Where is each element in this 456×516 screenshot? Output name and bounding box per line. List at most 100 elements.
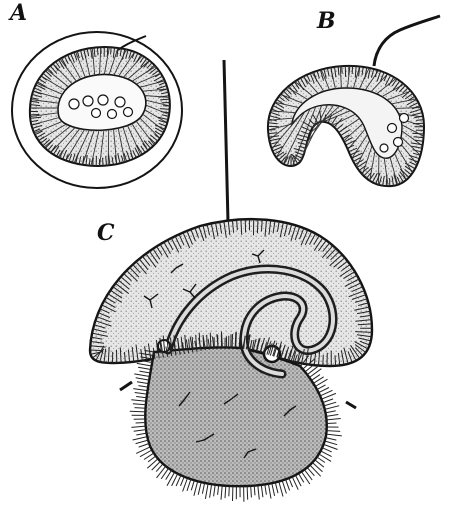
cilium-stroke (203, 337, 204, 348)
cilium-stroke (135, 408, 146, 409)
cilium-stroke (327, 423, 337, 424)
cilium-stroke (229, 486, 230, 496)
cilium-stroke (111, 47, 112, 54)
cilium-stroke (239, 337, 240, 348)
cilium-stroke (236, 332, 237, 348)
cilium-stroke (232, 334, 233, 348)
figure-label-b: B (317, 10, 336, 32)
cilium-stroke (131, 400, 146, 402)
cilium-stroke (139, 444, 149, 448)
cilium-stroke (317, 457, 325, 463)
cilium-stroke (225, 486, 226, 498)
cilium-stroke (412, 133, 424, 134)
cilium-stroke (317, 385, 326, 390)
cilium-stroke (136, 433, 146, 435)
cilium-stroke (202, 483, 204, 494)
cilium-stroke (181, 477, 185, 486)
cilium-stroke (265, 484, 267, 494)
cilium-stroke (90, 350, 101, 351)
cilium-stroke (167, 472, 175, 486)
cilium-stroke (147, 459, 158, 468)
cilium-stroke (315, 379, 327, 386)
cilium-stroke (282, 481, 286, 494)
cilium-stroke (89, 159, 90, 166)
cilium-stroke (261, 485, 263, 497)
figure-label-a: A (10, 2, 27, 24)
figure-c-right-appendage (346, 402, 356, 408)
cilium-stroke (254, 486, 255, 496)
cilium-stroke (133, 404, 146, 405)
cilium-stroke (207, 335, 208, 348)
cilium-stroke (139, 371, 150, 373)
cilium-stroke (214, 485, 216, 497)
cilium-stroke (176, 475, 181, 486)
cilium-stroke (324, 402, 336, 406)
cilium-stroke (335, 355, 336, 365)
figure-b-embryo (268, 16, 440, 186)
figure-c-left-appendage (120, 382, 132, 390)
cilium-stroke (325, 441, 338, 445)
cilium-stroke (323, 399, 333, 403)
cilium-stroke (326, 438, 337, 441)
cilium-stroke (138, 367, 151, 369)
cilium-stroke (272, 483, 275, 496)
cilium-stroke (258, 485, 260, 499)
cilium-stroke (130, 411, 146, 412)
cell-wall-stroke (108, 130, 109, 166)
figure-b-flagellum (374, 16, 440, 66)
cilium-stroke (289, 478, 293, 487)
cilium-stroke (194, 481, 198, 495)
cilium-stroke (210, 484, 212, 498)
cilium-stroke (136, 397, 146, 398)
cilium-stroke (131, 426, 145, 427)
cilium-stroke (326, 434, 342, 436)
cilium-stroke (309, 369, 321, 378)
cilium-stroke (133, 437, 148, 440)
cilium-stroke (279, 482, 283, 497)
cilium-stroke (342, 66, 343, 74)
cilium-stroke (325, 406, 340, 410)
cilium-stroke (198, 482, 201, 495)
cilium-stroke (136, 440, 149, 444)
cilium-stroke (134, 430, 146, 432)
cilium-stroke (137, 382, 149, 384)
cilium-stroke (327, 419, 341, 420)
cilium-stroke (302, 472, 310, 484)
cilium-stroke (93, 157, 94, 166)
cilium-stroke (299, 473, 304, 482)
cilium-stroke (310, 465, 321, 476)
cilium-stroke (135, 393, 147, 395)
cilium-stroke (138, 386, 148, 388)
cilium-stroke (205, 484, 208, 499)
cilium-stroke (327, 431, 341, 432)
cilium-stroke (133, 389, 147, 391)
cilium-stroke (322, 448, 332, 452)
cilium-stroke (268, 484, 271, 499)
cilium-stroke (312, 463, 322, 472)
cilium-stroke (218, 485, 219, 495)
cilium-stroke (187, 479, 191, 491)
cilium-stroke (286, 479, 290, 490)
figure-label-c: C (97, 222, 115, 244)
cilium-stroke (262, 220, 263, 232)
cilium-stroke (221, 486, 222, 500)
figure-c-lower-bulb (145, 347, 327, 486)
cilium-stroke (136, 423, 146, 424)
cilium-stroke (275, 482, 278, 493)
cilium-stroke (210, 333, 211, 348)
figure-c-apical-flagellum (224, 60, 228, 222)
cilium-stroke (191, 480, 194, 490)
cilium-stroke (326, 411, 336, 413)
cilium-stroke (97, 47, 98, 55)
cilium-stroke (137, 363, 152, 366)
cilium-stroke (326, 415, 338, 417)
cilium-stroke (148, 456, 156, 462)
cilium-stroke (136, 378, 149, 380)
figure-a-embryo (12, 32, 182, 188)
cilium-stroke (247, 486, 248, 500)
cilium-stroke (307, 367, 317, 375)
cilium-stroke (157, 466, 166, 478)
cilium-stroke (323, 355, 324, 366)
cilium-stroke (413, 123, 424, 124)
